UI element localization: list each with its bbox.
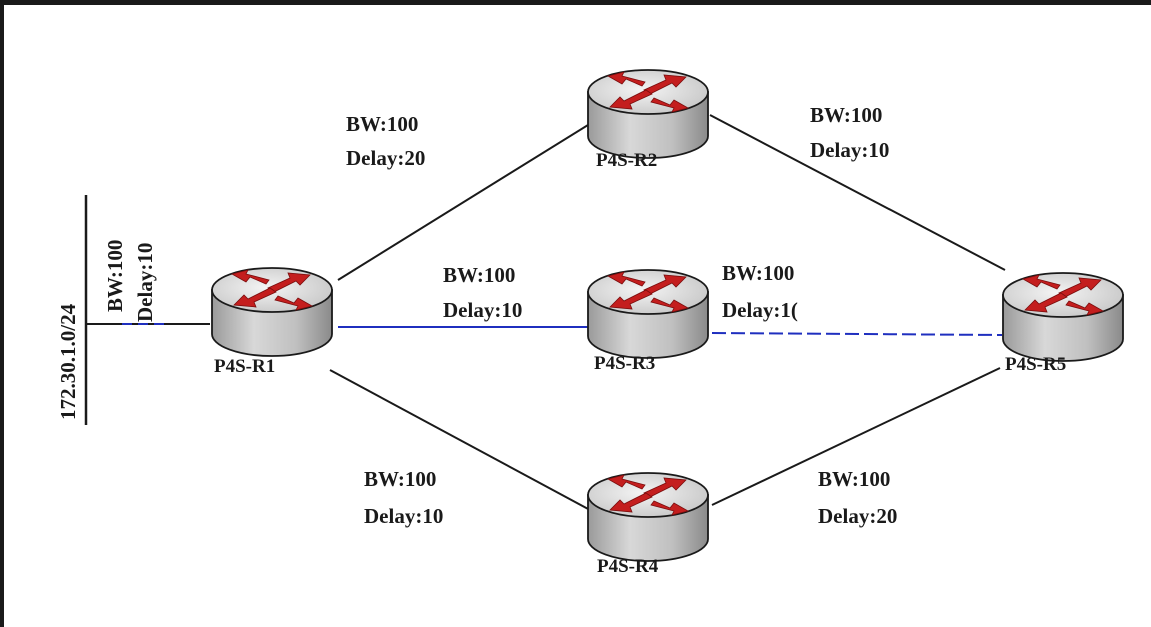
network-label: 172.30.1.0/24: [56, 303, 80, 420]
link-net-r1-delay: Delay:10: [133, 243, 157, 322]
router-icon: [587, 269, 709, 359]
links-layer: [86, 114, 1006, 511]
router-label-r3: P4S-R3: [594, 353, 655, 374]
link-r4-r5: [711, 367, 1001, 506]
link-r2-r5-bw: BW:100: [810, 103, 882, 127]
link-r3-r5-bw: BW:100: [722, 261, 794, 285]
link-r1-r2-bw: BW:100: [346, 112, 418, 136]
link-r4-r5-delay: Delay:20: [818, 504, 897, 528]
router-r3: [587, 269, 709, 359]
link-r1-r4-delay: Delay:10: [364, 504, 443, 528]
router-icon: [211, 267, 333, 357]
router-icon: [587, 472, 709, 562]
link-r4-r5-bw: BW:100: [818, 467, 890, 491]
link-r2-r5-delay: Delay:10: [810, 138, 889, 162]
link-r2-r5: [709, 114, 1006, 271]
router-label-r4: P4S-R4: [597, 556, 659, 577]
link-r1-r4-bw: BW:100: [364, 467, 436, 491]
router-r5: [1002, 272, 1124, 362]
link-r3-r5-delay: Delay:1(: [722, 298, 798, 322]
link-net-r1-bw: BW:100: [103, 240, 127, 312]
router-label-r5: P4S-R5: [1005, 354, 1066, 375]
link-r1-r2: [337, 124, 589, 281]
link-r3-r5: [711, 332, 1003, 336]
router-icon: [587, 69, 709, 159]
link-r1-r2-delay: Delay:20: [346, 146, 425, 170]
link-r1-r4: [329, 369, 591, 511]
router-r2: [587, 69, 709, 159]
router-label-r1: P4S-R1: [214, 356, 275, 377]
link-r1-r3-delay: Delay:10: [443, 298, 522, 322]
router-r4: [587, 472, 709, 562]
link-r1-r3-bw: BW:100: [443, 263, 515, 287]
router-label-r2: P4S-R2: [596, 150, 657, 171]
router-icon: [1002, 272, 1124, 362]
router-r1: [211, 267, 333, 357]
